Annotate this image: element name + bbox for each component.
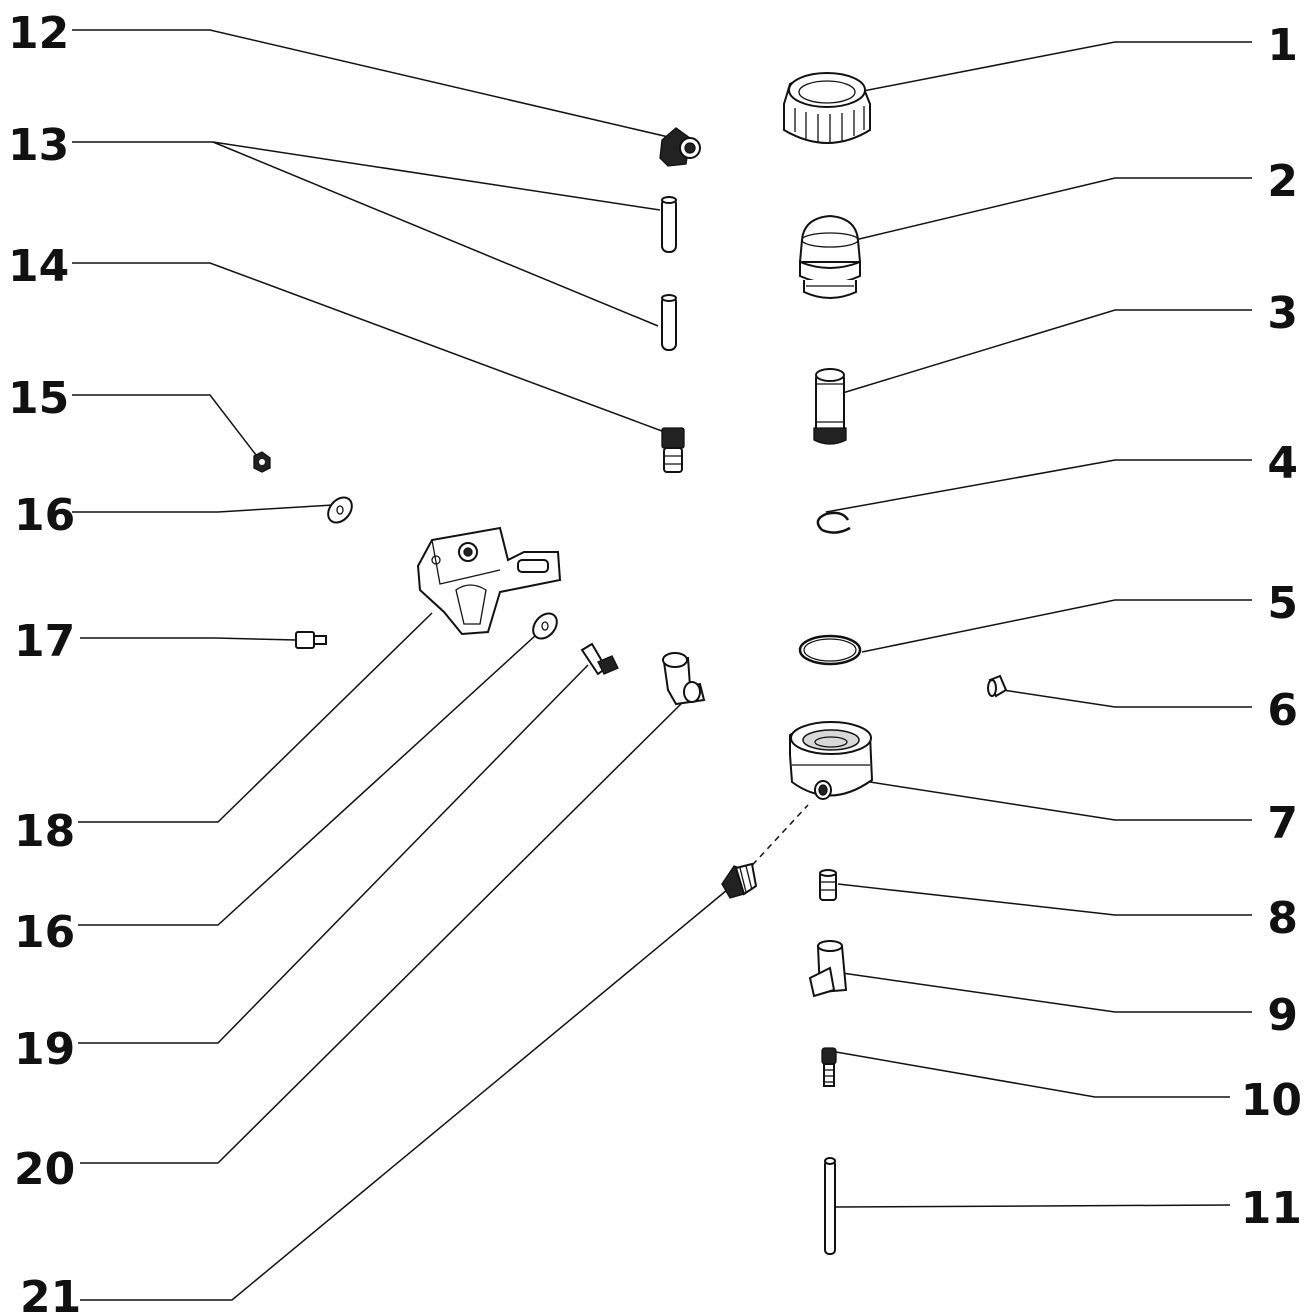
part-5-o-ring	[798, 634, 862, 666]
part-1-cap-nut	[783, 72, 871, 144]
callout-17: 17	[14, 616, 75, 667]
part-3-tube	[813, 368, 847, 445]
leader-4	[825, 459, 1252, 513]
part-9-tee	[808, 940, 848, 998]
part-4-snap-ring	[816, 511, 851, 534]
part-6-plug	[987, 674, 1008, 698]
part-13-pin-upper	[661, 196, 677, 253]
part-10-screw	[821, 1047, 837, 1087]
leader-16a	[72, 504, 334, 513]
part-13-pin-lower	[661, 294, 677, 351]
callout-labels: 1 2 3 4 5 6 7 8 9 10 11 12 13 14 15 16 1…	[8, 8, 1302, 1314]
leader-9	[834, 971, 1252, 1013]
leader-13b	[212, 141, 659, 327]
callout-9: 9	[1267, 990, 1298, 1041]
part-19-bolt	[580, 642, 619, 676]
part-2-dome-cap	[798, 214, 862, 299]
leader-1	[857, 41, 1252, 93]
leader-18	[78, 612, 433, 823]
leader-17	[80, 637, 297, 641]
leader-7	[869, 781, 1252, 821]
leader-19	[78, 664, 589, 1044]
leader-6	[1002, 689, 1252, 708]
leader-11	[833, 1204, 1231, 1208]
callout-16-upper: 16	[14, 490, 75, 541]
part-17-bolt	[295, 631, 327, 649]
leader-lines	[72, 29, 1252, 1301]
assembly-axis-dashed	[744, 804, 809, 874]
callout-14: 14	[8, 241, 69, 292]
callout-4: 4	[1267, 438, 1298, 489]
leader-13a	[72, 141, 661, 211]
callout-21: 21	[20, 1272, 81, 1314]
leader-16b	[78, 634, 537, 926]
callout-8: 8	[1267, 893, 1298, 944]
callout-15: 15	[8, 373, 69, 424]
part-16-washer-upper	[327, 496, 353, 524]
callout-11: 11	[1241, 1183, 1302, 1234]
callout-20: 20	[14, 1144, 75, 1195]
leader-3	[835, 309, 1252, 396]
part-7-housing	[789, 721, 874, 800]
leader-2	[854, 177, 1252, 241]
leader-12	[72, 29, 678, 140]
callout-13: 13	[8, 120, 69, 171]
callout-1: 1	[1267, 20, 1298, 71]
leader-21	[80, 889, 728, 1301]
part-12-elbow	[659, 127, 701, 167]
callout-12: 12	[8, 8, 69, 59]
part-15-nut	[253, 451, 271, 473]
part-21-adapter	[721, 862, 758, 899]
callout-5: 5	[1267, 578, 1298, 629]
callout-7: 7	[1267, 798, 1298, 849]
part-18-bracket	[416, 526, 562, 636]
part-16-washer-lower	[532, 612, 558, 640]
leader-15	[72, 394, 257, 456]
callout-2: 2	[1267, 156, 1298, 207]
callout-6: 6	[1267, 685, 1298, 736]
callout-19: 19	[14, 1024, 75, 1075]
leader-5	[861, 599, 1252, 653]
leader-8	[837, 883, 1252, 916]
leader-14	[72, 262, 671, 435]
leader-20	[80, 696, 689, 1164]
part-20-elbow	[662, 652, 706, 706]
leader-10	[835, 1051, 1230, 1098]
callout-3: 3	[1267, 288, 1298, 339]
callout-18: 18	[14, 806, 75, 857]
part-14-hex-fitting	[661, 427, 685, 473]
part-11-rod	[824, 1157, 836, 1255]
part-8-nipple	[819, 869, 837, 901]
callout-10: 10	[1241, 1075, 1302, 1126]
callout-16-lower: 16	[14, 907, 75, 958]
